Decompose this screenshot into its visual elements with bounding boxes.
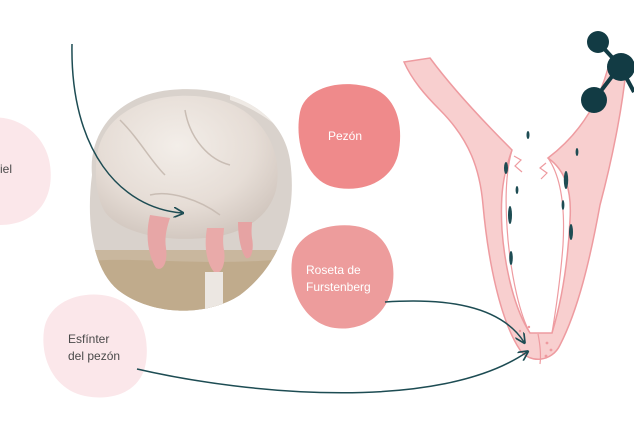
- roseta-blob: [291, 225, 394, 329]
- left-cut-blob: [0, 117, 51, 225]
- arrow-roseta-to-teat: [384, 300, 524, 342]
- arrow-pezon-to-photo: [71, 43, 182, 213]
- left-cut-label: iel: [0, 162, 13, 176]
- udder-photo: [89, 89, 292, 311]
- arrow-esfinter-to-teat: [136, 352, 527, 394]
- esfinter-label-line2: del pezón: [68, 349, 121, 363]
- roseta-label-line2: Furstenberg: [306, 280, 371, 294]
- molecule-icon: [581, 31, 634, 113]
- esfinter-label-line1: Esfínter: [68, 332, 110, 346]
- esfinter-label: Esfínter del pezón: [68, 331, 120, 365]
- pezon-blob: [298, 84, 401, 189]
- roseta-label: Roseta de Furstenberg: [306, 262, 371, 296]
- esfinter-blob: [43, 294, 147, 398]
- pezon-label: Pezón: [328, 129, 363, 143]
- roseta-label-line1: Roseta de: [306, 263, 361, 277]
